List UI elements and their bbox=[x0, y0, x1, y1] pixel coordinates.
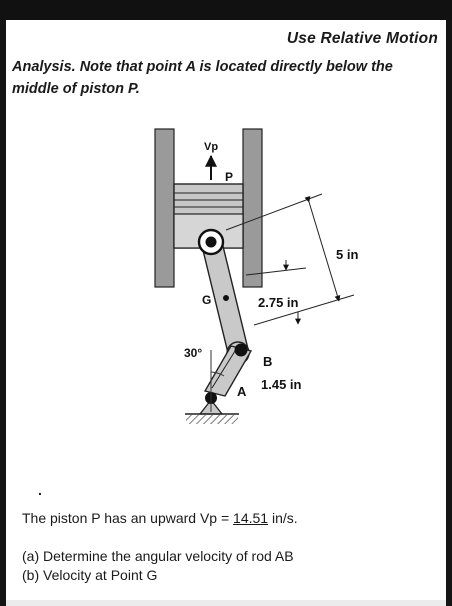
label-145in: 1.45 in bbox=[261, 377, 302, 392]
joint-b bbox=[234, 343, 248, 357]
bottom-strip bbox=[6, 600, 446, 606]
label-vp: Vp bbox=[204, 141, 218, 153]
mechanism-diagram: Vp P G B A 30° 5 in 2.75 in 1.45 in bbox=[154, 128, 358, 424]
label-g: G bbox=[202, 293, 211, 307]
cylinder-wall-right bbox=[242, 128, 263, 288]
label-275in: 2.75 in bbox=[258, 295, 299, 310]
label-b: B bbox=[263, 354, 272, 369]
cylinder-wall-left bbox=[154, 128, 175, 288]
question-a: (a) Determine the angular velocity of ro… bbox=[22, 548, 294, 564]
label-p: P bbox=[225, 170, 233, 184]
intro-lead: Analysis. bbox=[12, 59, 76, 75]
dimension-5in bbox=[225, 193, 355, 326]
problem-statement: The piston P has an upward Vp = 14.51 in… bbox=[22, 510, 298, 526]
angle-arc bbox=[210, 371, 225, 377]
point-g bbox=[223, 295, 229, 301]
label-5in: 5 in bbox=[336, 247, 358, 262]
statement-before: The piston P has an upward Vp = bbox=[22, 510, 234, 526]
label-a: A bbox=[237, 384, 247, 399]
problem-page: Use Relative Motion Analysis. Note that … bbox=[6, 20, 446, 606]
ground-support bbox=[185, 392, 239, 424]
intro-paragraph: Analysis. Note that point A is located d… bbox=[12, 56, 442, 100]
top-bar bbox=[0, 0, 452, 20]
dimension-275in bbox=[245, 260, 307, 325]
bullet-marker: . bbox=[38, 482, 42, 498]
header-title: Use Relative Motion bbox=[286, 30, 438, 47]
question-b: (b) Velocity at Point G bbox=[22, 567, 158, 583]
statement-after: in/s. bbox=[268, 510, 298, 526]
label-angle: 30° bbox=[184, 346, 202, 360]
intro-text: Note that point A is located directly be… bbox=[12, 59, 393, 97]
crank-rod bbox=[203, 345, 253, 397]
vp-value: 14.51 bbox=[233, 510, 269, 526]
